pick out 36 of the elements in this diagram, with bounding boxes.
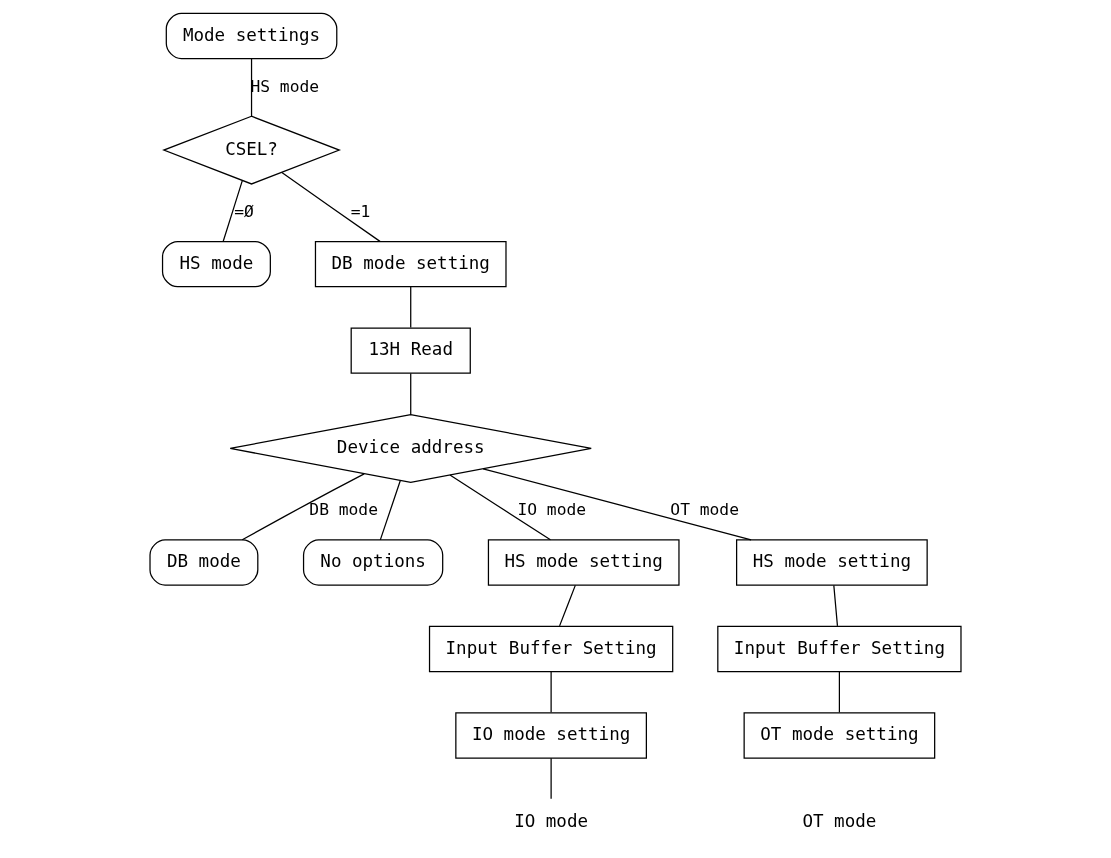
connector: [241, 473, 365, 541]
node-box: 13H Read: [350, 327, 471, 374]
edge-label: =1: [350, 202, 371, 222]
connector: [558, 584, 576, 627]
edge-label: =Ø: [234, 202, 254, 222]
node-box: Input Buffer Setting: [717, 625, 962, 673]
connector: [550, 671, 552, 713]
node-box: HS mode setting: [736, 539, 928, 586]
node-diamond: Device address: [229, 413, 592, 483]
node-box: No options: [302, 539, 444, 586]
connector: [250, 58, 253, 117]
node-box: HS mode: [161, 241, 271, 288]
connector: [222, 180, 243, 243]
node-box: IO mode setting: [455, 712, 647, 759]
node-box: HS mode setting: [487, 539, 680, 586]
connector: [410, 372, 412, 416]
connector: [379, 480, 401, 541]
edge-label: OT mode: [670, 500, 739, 520]
connector: [838, 671, 841, 713]
connector: [833, 584, 839, 627]
connector: [281, 172, 381, 242]
node-box: DB mode: [149, 539, 259, 586]
connector: [482, 468, 752, 541]
edge-label: DB mode: [309, 500, 378, 520]
edge-label: HS mode: [250, 76, 320, 96]
node-box: OT mode setting: [743, 712, 936, 759]
edge-label: IO mode: [517, 500, 587, 520]
connector: [410, 286, 412, 329]
node-box: Input Buffer Setting: [428, 625, 674, 673]
node-box: DB mode setting: [314, 241, 507, 288]
node-box: Mode settings: [165, 12, 338, 60]
node-text: IO mode: [514, 810, 589, 831]
node-diamond: CSEL?: [162, 115, 341, 185]
connector: [449, 474, 552, 541]
connector: [550, 757, 552, 800]
label: OT mode: [802, 810, 877, 831]
